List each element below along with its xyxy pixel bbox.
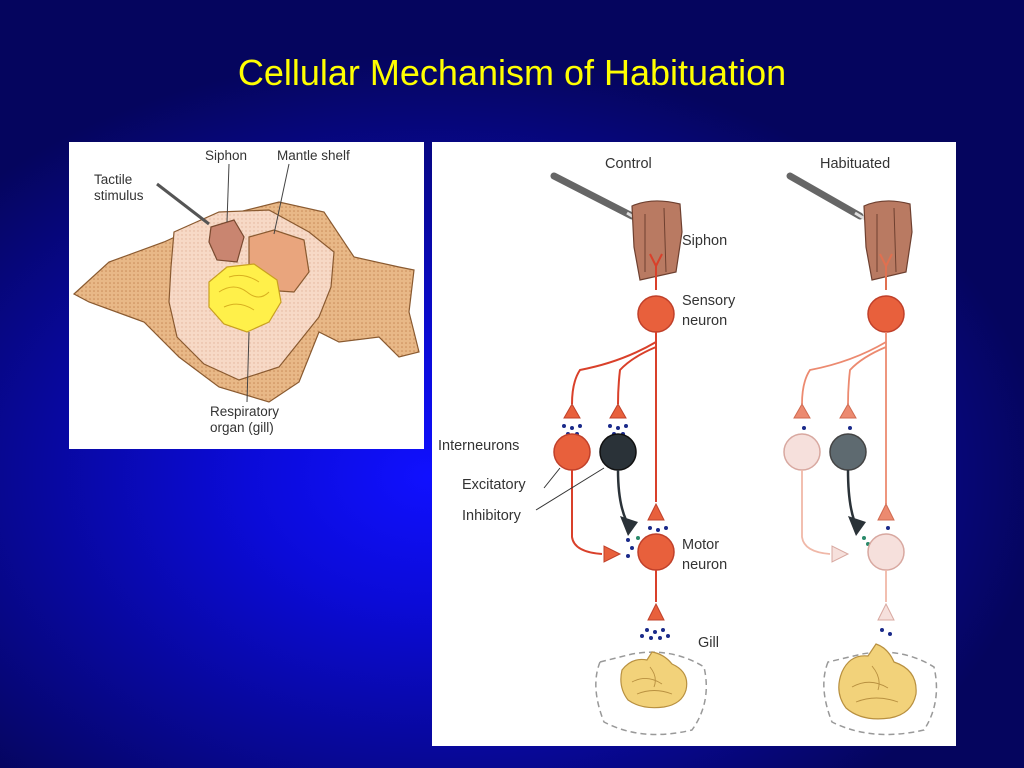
- siphon-habituated: [863, 200, 913, 281]
- slide-title: Cellular Mechanism of Habituation: [237, 52, 787, 93]
- motor-neuron-control: [637, 533, 675, 571]
- excitatory-interneuron-habituated: [783, 433, 821, 471]
- habituated-label: Habituated: [820, 156, 891, 172]
- circuit-diagram: [535, 172, 938, 736]
- motor-label-1: Motor: [682, 537, 720, 553]
- respiratory-label-1: Respiratory: [210, 404, 280, 419]
- control-circuit: [550, 172, 707, 736]
- excitatory-label: Excitatory: [462, 477, 526, 493]
- siphon: [208, 219, 245, 263]
- respiratory-label-2: organ (gill): [210, 420, 274, 435]
- siphon-label-right: Siphon: [682, 233, 728, 249]
- gill-label: Gill: [698, 635, 719, 651]
- sensory-neuron-control: [637, 295, 675, 333]
- habituated-circuit: [783, 172, 938, 736]
- mantle-shelf-label: Mantle shelf: [277, 148, 350, 163]
- tactile-label-1: Tactile: [94, 172, 133, 187]
- neural-circuit-panel: Control Habituated Siphon Sensory neuron…: [432, 142, 956, 746]
- gill: [208, 263, 282, 333]
- gill-habituated: [838, 643, 917, 720]
- siphon-label-left: Siphon: [205, 148, 248, 163]
- motor-neuron-habituated: [867, 533, 905, 571]
- inhibitory-label: Inhibitory: [462, 508, 521, 524]
- sensory-label-2: neuron: [682, 313, 728, 329]
- motor-label-2: neuron: [682, 557, 728, 573]
- aplysia-anatomy-panel: Tactile stimulus Siphon Mantle shelf Res…: [69, 142, 424, 449]
- inhibitory-interneuron-habituated: [829, 433, 867, 471]
- excitatory-interneuron-control: [553, 433, 591, 471]
- aplysia-illustration: [72, 163, 420, 403]
- control-label: Control: [605, 156, 652, 172]
- tactile-probe: [156, 182, 210, 226]
- interneurons-label: Interneurons: [438, 438, 520, 454]
- tactile-label-2: stimulus: [94, 188, 144, 203]
- sensory-neuron-habituated: [867, 295, 905, 333]
- sensory-label-1: Sensory: [682, 293, 736, 309]
- inhibitory-interneuron-control: [599, 433, 637, 471]
